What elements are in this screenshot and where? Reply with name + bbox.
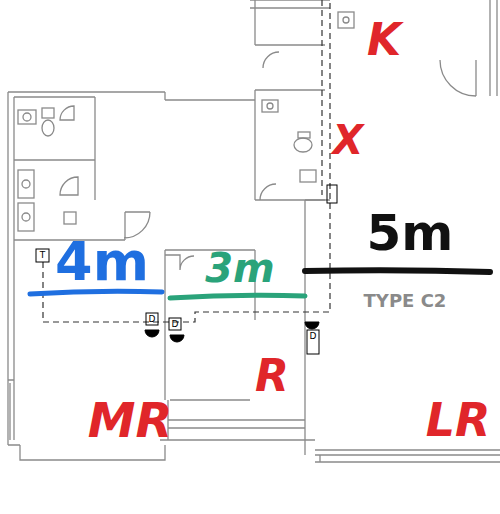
unit-type-label: TYPE C2 — [364, 292, 447, 310]
room-label: LR — [426, 397, 491, 443]
dimension-label: 3m — [205, 248, 275, 288]
handwritten-label: K — [367, 18, 401, 62]
symbol-letter: T — [40, 251, 46, 260]
room-label: MR — [88, 396, 173, 444]
symbol-letter: D — [149, 315, 156, 324]
symbol-letter: D — [172, 320, 179, 329]
dimension-label: 4m — [55, 235, 149, 289]
dimension-label: 5m — [367, 208, 454, 258]
handwritten-label: X — [333, 120, 364, 160]
symbol-letter: D — [310, 332, 317, 341]
room-label: R — [255, 354, 289, 398]
